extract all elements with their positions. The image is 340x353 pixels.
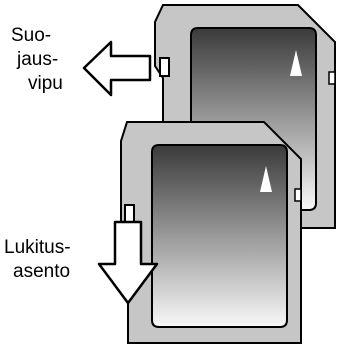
lock-position-label-line-2: asento xyxy=(13,261,70,282)
sd-card-top-label-triangle xyxy=(290,50,302,76)
lock-switch-label: Suo- jaus- vipu xyxy=(11,25,63,94)
sd-card-bottom-notch xyxy=(294,188,302,202)
right-arrow-outline-icon xyxy=(82,40,152,97)
lock-switch-label-line-3: vipu xyxy=(28,73,63,94)
lock-switch-top xyxy=(159,57,170,77)
lock-switch-label-line-1: Suo- xyxy=(11,25,51,46)
sd-card-bottom xyxy=(120,121,302,344)
lock-switch-bottom xyxy=(124,204,135,224)
sd-card-top-notch xyxy=(328,71,336,85)
lock-position-label: Lukitus- asento xyxy=(4,237,76,282)
down-arrow-outline-icon xyxy=(97,220,159,305)
sd-card-bottom-label-triangle xyxy=(260,166,272,192)
lock-switch-label-line-2: jaus- xyxy=(16,49,58,70)
sd-card-bottom-label xyxy=(151,144,288,328)
lock-position-label-line-1: Lukitus- xyxy=(4,237,71,258)
